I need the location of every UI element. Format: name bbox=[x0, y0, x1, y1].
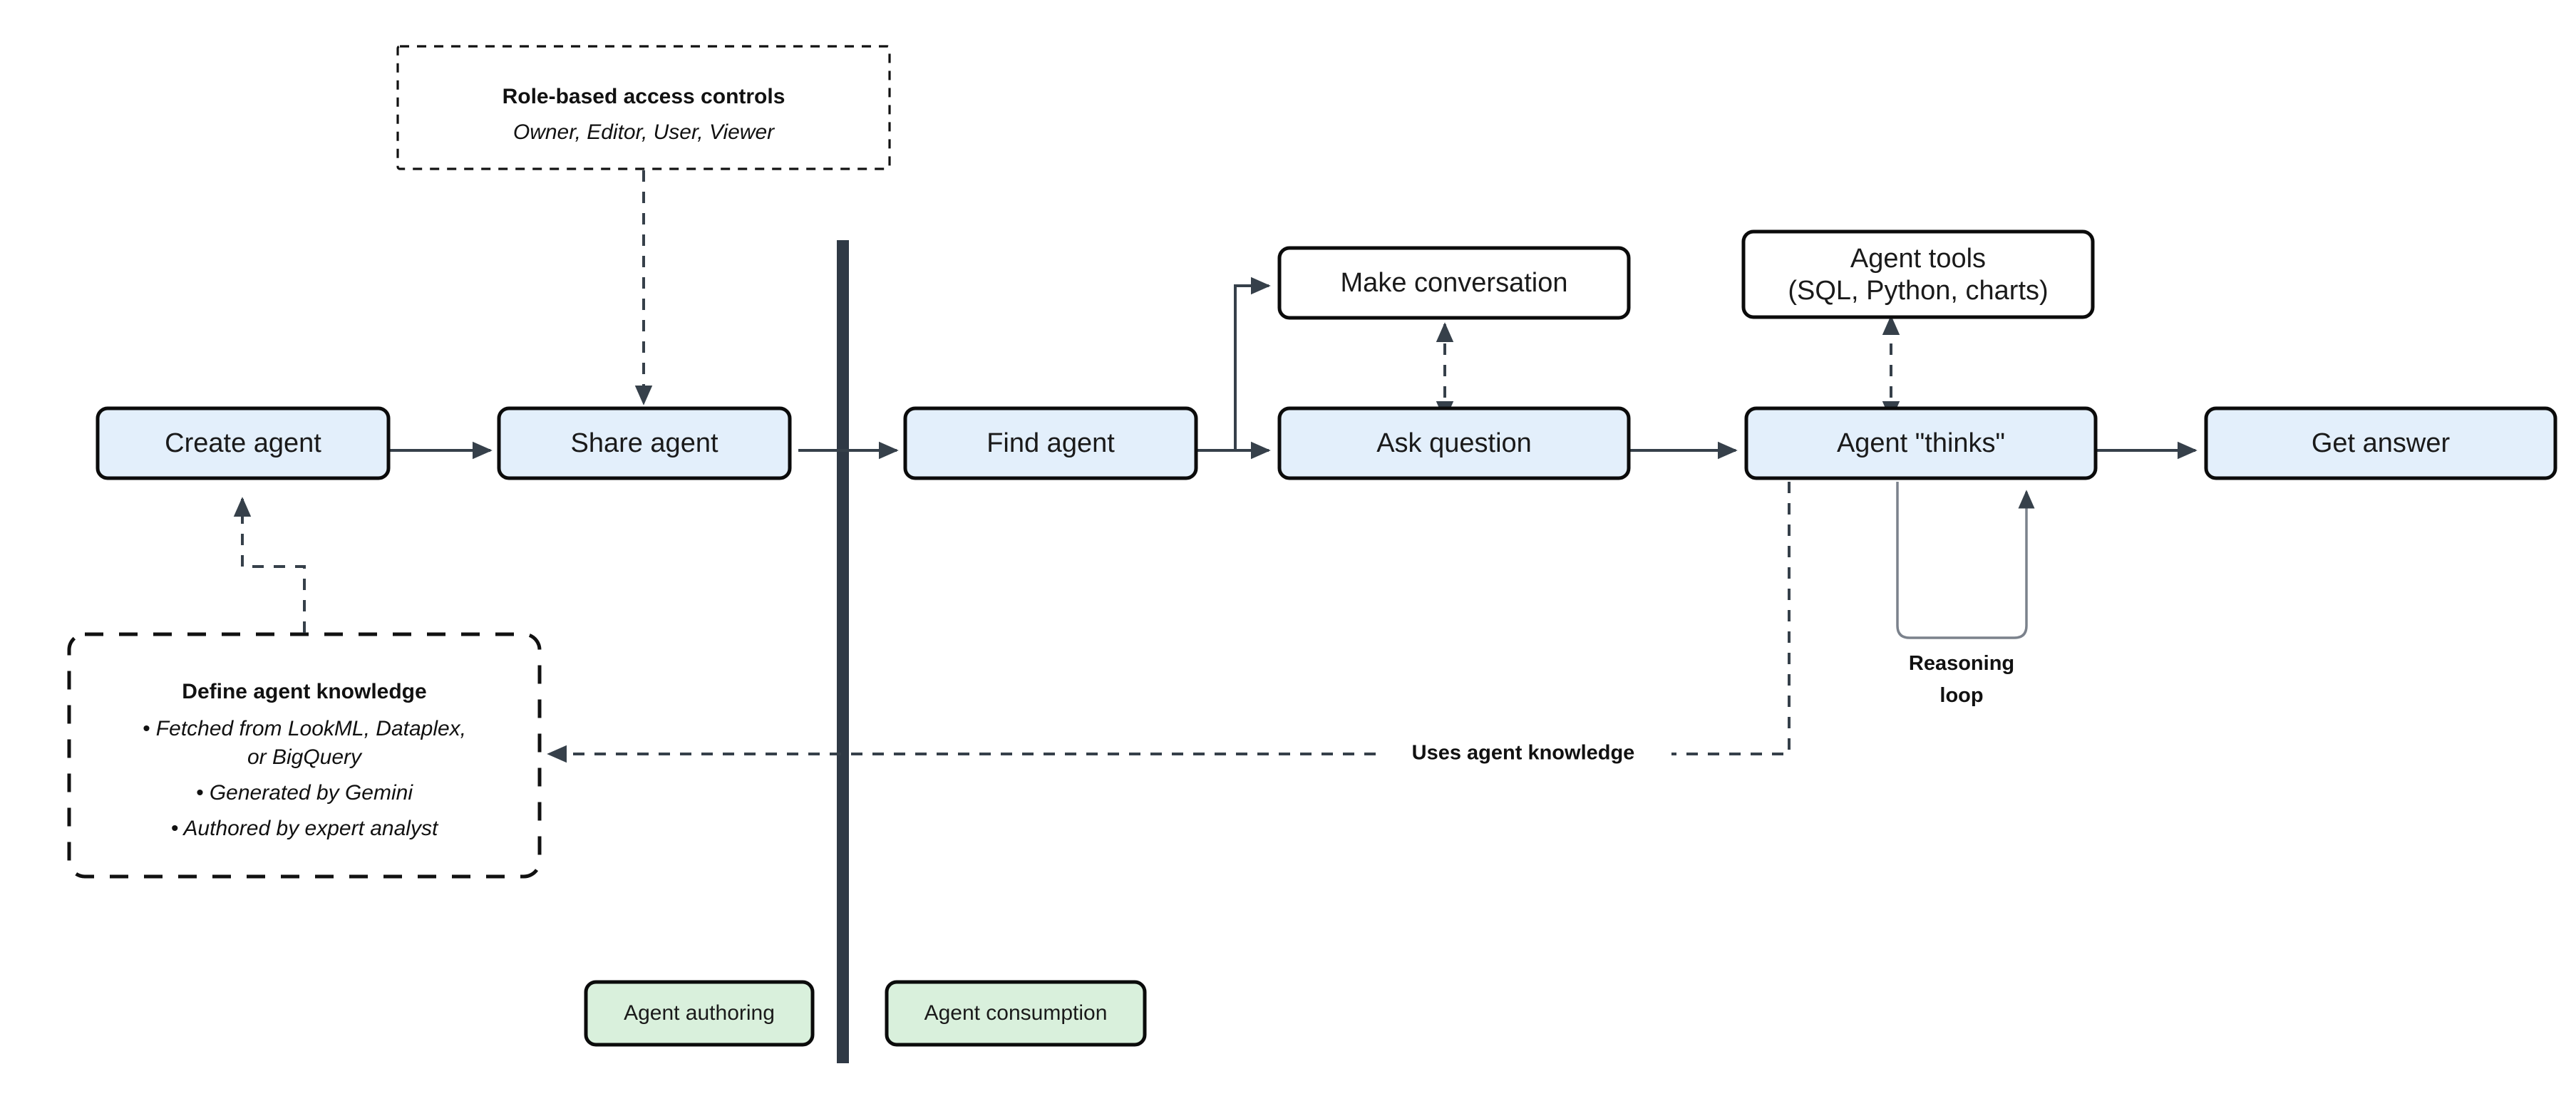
note-agent-knowledge-title: Define agent knowledge bbox=[182, 680, 426, 703]
note-rbac: Role-based access controls Owner, Editor… bbox=[396, 45, 891, 170]
edge-knowledge-to-create-agent bbox=[233, 497, 306, 633]
node-agent-tools[interactable]: Agent tools (SQL, Python, charts) bbox=[1741, 229, 2095, 319]
note-agent-knowledge-box bbox=[67, 632, 542, 879]
legend-agent-consumption-label: Agent consumption bbox=[924, 1001, 1108, 1025]
reasoning-loop-label-line2: loop bbox=[1939, 684, 1983, 707]
node-ask-question[interactable]: Ask question bbox=[1277, 406, 1631, 480]
note-rbac-title: Role-based access controls bbox=[503, 85, 785, 108]
edge-find-to-make-conversation bbox=[1212, 276, 1271, 452]
node-create-agent[interactable]: Create agent bbox=[96, 406, 391, 480]
node-find-agent-box[interactable] bbox=[903, 406, 1198, 480]
node-agent-thinks[interactable]: Agent "thinks" bbox=[1744, 406, 2098, 480]
node-find-agent[interactable]: Find agent bbox=[903, 406, 1198, 480]
node-agent-thinks-label: Agent "thinks" bbox=[1837, 428, 2005, 458]
legend-agent-consumption[interactable]: Agent consumption bbox=[885, 980, 1147, 1047]
node-make-conversation-box[interactable] bbox=[1277, 246, 1631, 320]
note-agent-knowledge-line-2: • Generated by Gemini bbox=[196, 781, 413, 805]
note-agent-knowledge: Define agent knowledge • Fetched from Lo… bbox=[67, 632, 542, 879]
note-agent-knowledge-line-0: • Fetched from LookML, Dataplex, bbox=[143, 717, 466, 740]
uses-agent-knowledge-label: Uses agent knowledge bbox=[1412, 742, 1635, 765]
node-ask-question-label: Ask question bbox=[1376, 428, 1532, 458]
legend-agent-authoring-label: Agent authoring bbox=[624, 1001, 775, 1025]
section-divider bbox=[837, 240, 849, 1063]
edge-uses-agent-knowledge-right bbox=[1671, 482, 1791, 755]
reasoning-loop-label-line1: Reasoning bbox=[1909, 652, 2014, 675]
node-find-agent-label: Find agent bbox=[986, 428, 1115, 458]
node-agent-tools-label-line2: (SQL, Python, charts) bbox=[1788, 276, 2048, 306]
node-get-answer[interactable]: Get answer bbox=[2204, 406, 2557, 480]
legend-agent-authoring[interactable]: Agent authoring bbox=[584, 980, 815, 1047]
node-ask-question-box[interactable] bbox=[1277, 406, 1631, 480]
note-rbac-box bbox=[396, 45, 891, 170]
node-share-agent[interactable]: Share agent bbox=[497, 406, 792, 480]
node-agent-thinks-box[interactable] bbox=[1744, 406, 2098, 480]
note-rbac-line-0: Owner, Editor, User, Viewer bbox=[513, 120, 775, 144]
node-create-agent-label: Create agent bbox=[165, 428, 321, 458]
node-create-agent-box[interactable] bbox=[96, 406, 391, 480]
legend-agent-authoring-box[interactable] bbox=[584, 980, 815, 1047]
node-get-answer-label: Get answer bbox=[2312, 428, 2451, 458]
node-share-agent-box[interactable] bbox=[497, 406, 792, 480]
node-make-conversation-label: Make conversation bbox=[1341, 268, 1568, 298]
node-get-answer-box[interactable] bbox=[2204, 406, 2557, 480]
note-agent-knowledge-line-1: or BigQuery bbox=[247, 745, 363, 769]
node-make-conversation[interactable]: Make conversation bbox=[1277, 246, 1631, 320]
legend-agent-consumption-box[interactable] bbox=[885, 980, 1147, 1047]
node-agent-tools-label-line1: Agent tools bbox=[1850, 244, 1986, 274]
note-agent-knowledge-line-3: • Authored by expert analyst bbox=[171, 817, 439, 840]
edge-reasoning-loop bbox=[1896, 482, 2035, 639]
node-agent-tools-box[interactable] bbox=[1741, 229, 2095, 319]
node-share-agent-label: Share agent bbox=[570, 428, 718, 458]
